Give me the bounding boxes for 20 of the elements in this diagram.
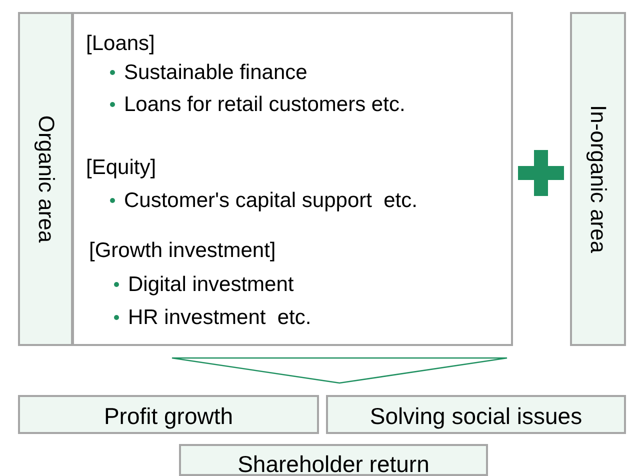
- box-label: Profit growth: [102, 405, 234, 428]
- content-box: [72, 12, 513, 346]
- triangle-outline: [171, 357, 508, 384]
- result-box: [179, 444, 488, 476]
- result-box: [18, 395, 319, 434]
- list-item: HR investment etc.: [128, 307, 312, 328]
- area-box: [18, 12, 73, 346]
- box-label: Solving social issues: [368, 405, 584, 428]
- area-label: Organic area: [34, 115, 56, 243]
- list-item: Digital investment: [128, 274, 294, 295]
- area-box: [570, 12, 626, 346]
- box-label: Shareholder return: [236, 453, 430, 476]
- list-item: Loans for retail customers etc.: [124, 94, 406, 115]
- area-label: In-organic area: [587, 105, 609, 253]
- result-box: [326, 395, 626, 434]
- section-heading: [Loans]: [86, 33, 155, 54]
- list-item: Customer's capital support etc.: [124, 190, 418, 211]
- section-heading: [Equity]: [86, 157, 156, 178]
- list-item: Sustainable finance: [124, 62, 308, 83]
- section-heading: [Growth investment]: [89, 240, 276, 261]
